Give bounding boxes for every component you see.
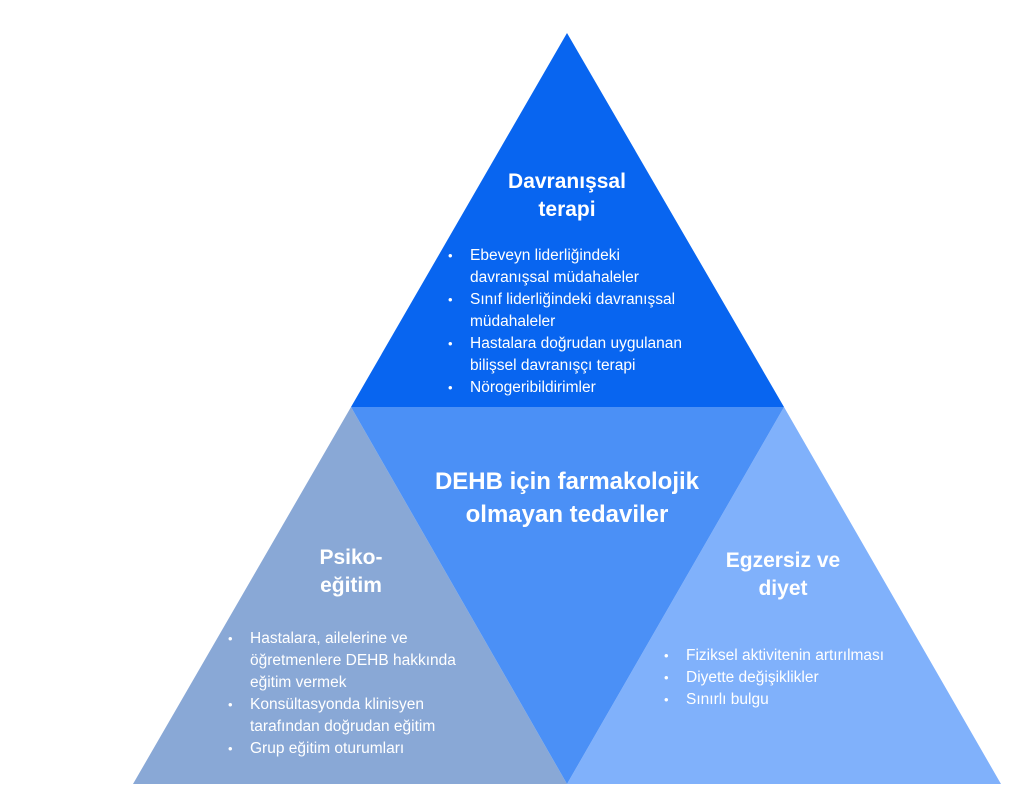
list-item: Hastalara doğrudan uygulanan bilişsel da… xyxy=(448,333,770,377)
list-item: Hastalara, ailelerine ve öğretmenlere DE… xyxy=(228,628,550,694)
behavioral-therapy-title: Davranışsal terapi xyxy=(467,168,667,224)
psychoeducation-list: Hastalara, ailelerine ve öğretmenlere DE… xyxy=(228,628,550,760)
list-item: Sınırlı bulgu xyxy=(664,689,1006,711)
psychoeducation-title: Psiko- eğitim xyxy=(319,546,383,597)
list-item: Konsültasyonda klinisyen tarafından doğr… xyxy=(228,694,550,738)
list-item: Ebeveyn liderliğindeki davranışsal müdah… xyxy=(448,245,770,289)
behavioral-therapy-list: Ebeveyn liderliğindeki davranışsal müdah… xyxy=(448,245,770,399)
list-item: Nörogeribildirimler xyxy=(448,377,770,399)
behavioral-therapy-title-line2: terapi xyxy=(538,198,596,221)
list-item: Diyette değişiklikler xyxy=(664,667,1006,689)
behavioral-therapy-title-line1: Davranışsal xyxy=(508,170,626,193)
diagram-center-title: DEHB için farmakolojik olmayan tedaviler xyxy=(434,468,700,528)
list-item: Fiziksel aktivitenin artırılması xyxy=(664,645,1006,667)
exercise-diet-list: Fiziksel aktivitenin artırılması Diyette… xyxy=(664,645,1006,711)
list-item: Grup eğitim oturumları xyxy=(228,738,550,760)
center-triangle xyxy=(351,407,784,784)
list-item: Sınıf liderliğindeki davranışsal müdahal… xyxy=(448,289,770,333)
exercise-diet-title: Egzersiz ve diyet xyxy=(725,549,841,600)
